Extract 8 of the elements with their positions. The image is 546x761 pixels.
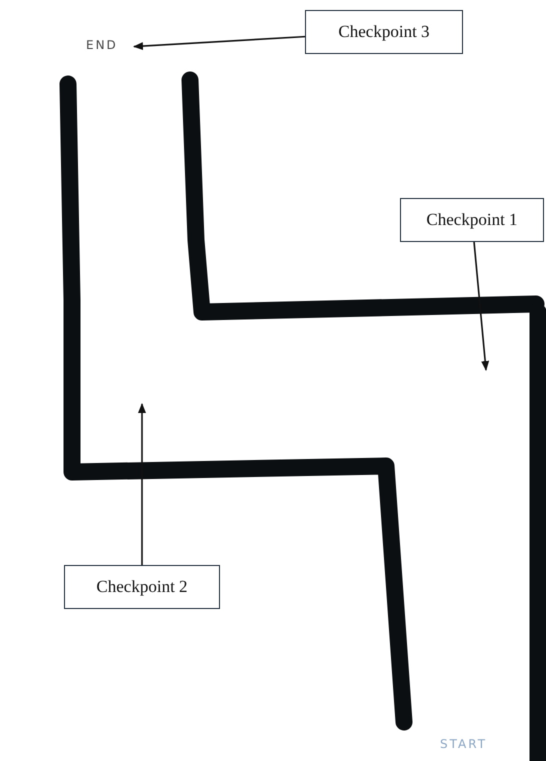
checkpoint-label: Checkpoint 1 — [400, 198, 544, 242]
arrow — [138, 403, 146, 565]
arrow — [133, 36, 306, 50]
checkpoint-label: Checkpoint 3 — [305, 10, 463, 54]
handwritten-label: START — [440, 737, 488, 751]
handwritten-label: END — [86, 38, 118, 52]
arrow — [473, 242, 490, 371]
checkpoint-label: Checkpoint 2 — [64, 565, 220, 609]
